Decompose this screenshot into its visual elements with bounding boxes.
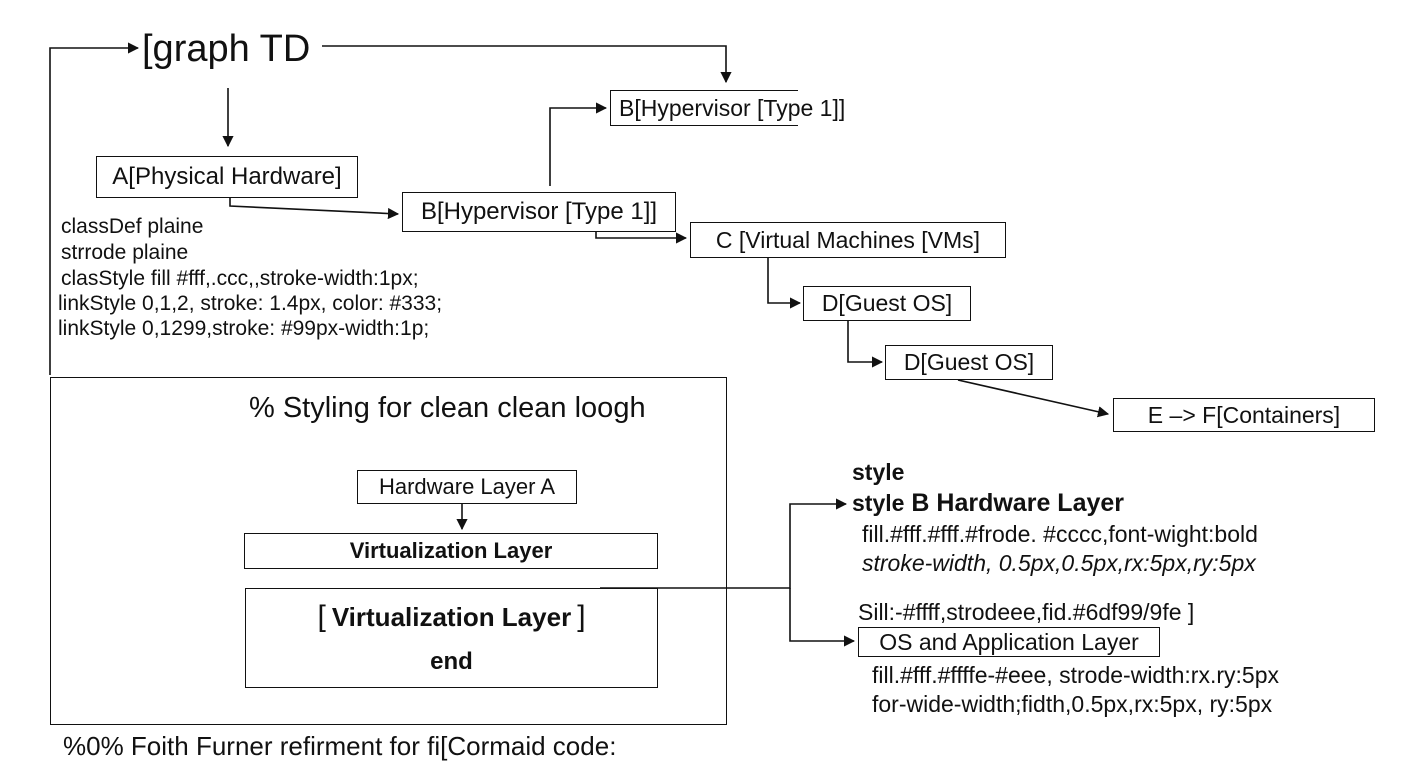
style-node-b: B bbox=[911, 489, 930, 517]
os-application-layer-box: OS and Application Layer bbox=[858, 627, 1160, 657]
style-line-4: stroke-width, 0.5px,0.5px,rx:5px,ry:5px bbox=[862, 550, 1256, 576]
subgraph-frame bbox=[50, 377, 727, 725]
style-line-6: fill.#fff.#ffffe-#eee, strode-width:rx.r… bbox=[872, 662, 1279, 688]
style-line-5: Sill:-#ffff,strodeee,fid.#6df99/9fe ] bbox=[858, 599, 1195, 625]
subgraph-virtualization-layer: Virtualization Layer bbox=[244, 533, 658, 569]
edge-header-to-top-hypervisor bbox=[322, 45, 732, 84]
edge-a-to-b bbox=[229, 198, 400, 220]
node-d-guest-os-1: D[Guest OS] bbox=[803, 286, 971, 321]
classdef-line-5: linkStyle 0,1299,stroke: #99px-width:1p; bbox=[58, 317, 430, 340]
style-hardware-layer: Hardware Layer bbox=[936, 489, 1125, 517]
edge-d1-to-d2 bbox=[847, 321, 884, 368]
classdef-line-1: classDef plaine bbox=[61, 215, 204, 238]
style-line-3: fill.#fff.#fff.#frode. #cccc,font-wight:… bbox=[862, 521, 1258, 547]
subgraph-title: % Styling for clean clean loogh bbox=[249, 392, 646, 424]
style-line-7: for-wide-width;fidth,0.5px,rx:5px, ry:5p… bbox=[872, 691, 1273, 717]
style-line-1: style bbox=[852, 459, 905, 485]
edge-virt-to-os-box bbox=[789, 588, 856, 647]
classdef-line-4: linkStyle 0,1,2, stroke: 1.4px, color: #… bbox=[58, 292, 443, 315]
subgraph-hardware-layer: Hardware Layer A bbox=[357, 470, 577, 504]
classdef-line-3: clasStyle fill #fff,.ccc,,stroke-width:1… bbox=[61, 267, 419, 290]
subgraph-end: end bbox=[430, 648, 473, 675]
edge-virt-to-style bbox=[600, 498, 848, 589]
style-keyword: style bbox=[852, 490, 905, 516]
node-b-top-hypervisor: B[Hypervisor [Type 1]] bbox=[610, 90, 845, 126]
edge-d2-to-ef bbox=[957, 379, 1110, 418]
graph-header: [graph TD bbox=[142, 28, 311, 70]
bracket-open: [ bbox=[317, 600, 326, 633]
edge-loop-to-header bbox=[49, 42, 140, 375]
node-b-hypervisor: B[Hypervisor [Type 1]] bbox=[402, 192, 676, 232]
node-d-guest-os-2: D[Guest OS] bbox=[885, 345, 1053, 380]
classdef-line-2: strrode plaine bbox=[61, 241, 189, 264]
footer-text: %0% Foith Furner refirment for fi[Cormai… bbox=[63, 731, 617, 761]
node-a-physical-hardware: A[Physical Hardware] bbox=[96, 156, 358, 198]
bracket-close: ] bbox=[577, 600, 586, 633]
edge-b-to-top-hypervisor bbox=[549, 102, 608, 186]
edge-b-to-c bbox=[595, 232, 688, 244]
subgraph-virtualization-block: [ Virtualization Layer ] end bbox=[245, 588, 658, 688]
node-c-virtual-machines: C [Virtual Machines [VMs] bbox=[690, 222, 1006, 258]
edge-c-to-d1 bbox=[767, 256, 802, 309]
style-line-2: style B Hardware Layer bbox=[852, 491, 1124, 516]
virtualization-label: Virtualization Layer bbox=[331, 602, 572, 632]
node-ef-containers: E –> F[Containers] bbox=[1113, 398, 1375, 432]
